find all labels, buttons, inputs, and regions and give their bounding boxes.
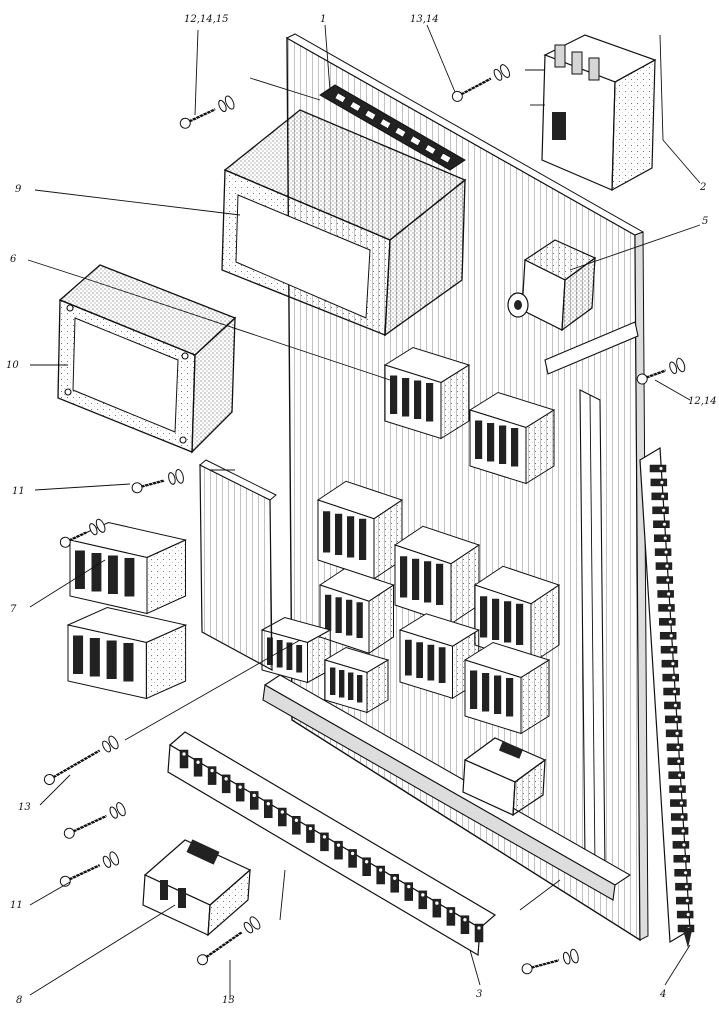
callout-10: 10 [6,360,19,371]
cover-plate [199,459,277,672]
callout-12-14: 12,14 [688,396,717,407]
callout-8: 8 [16,995,22,1006]
bottom-crossbar [262,674,632,901]
relay-cluster [260,346,561,735]
circuit-breaker [541,34,657,192]
transformer-housing [221,109,467,337]
mounting-strap [544,321,639,375]
callout-13-lower: 13 [222,995,235,1006]
callout-3: 3 [476,989,482,1000]
fasteners [43,64,686,975]
callout-1: 1 [320,14,326,25]
callout-11-upper: 11 [12,486,25,497]
enclosure-box [57,264,237,454]
callout-13-14: 13,14 [410,14,439,25]
callout-2: 2 [699,182,706,193]
small-relay [142,839,252,937]
callout-labels: 1 2 3 4 5 6 7 8 9 10 11 11 12,14,15 12,1… [6,14,717,1006]
callout-9: 9 [15,184,22,195]
callout-13-upper: 13 [18,802,31,813]
callout-7: 7 [10,604,17,615]
small-relay-right [462,737,547,817]
callout-6: 6 [10,254,17,265]
callout-5: 5 [702,216,708,227]
bottom-terminal-strip [167,731,497,957]
callout-11-lower: 11 [10,900,23,911]
right-terminal-strip [639,446,695,948]
left-relay-pair [66,521,188,700]
callout-12-14-15: 12,14,15 [184,14,229,25]
callout-4: 4 [659,989,666,1000]
leader-lines [27,24,701,1000]
rotary-switch [507,239,597,332]
